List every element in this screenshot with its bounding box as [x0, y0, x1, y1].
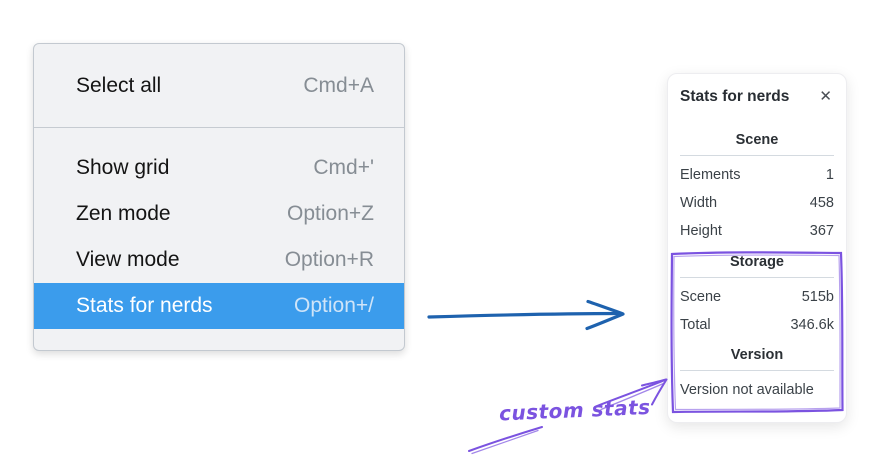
section-header-scene: Scene — [735, 132, 779, 148]
menu-item-view-mode[interactable]: View mode Option+R — [34, 237, 404, 283]
context-menu: Select all Cmd+A Show grid Cmd+' Zen mod… — [33, 43, 405, 351]
menu-item-label: Select all — [76, 74, 162, 97]
section-divider — [680, 370, 834, 371]
menu-group-top: Select all Cmd+A — [34, 44, 404, 127]
annotation-custom-stats-label: custom stats — [498, 394, 651, 426]
stats-panel: Stats for nerds ✕ Scene Elements 1 Width… — [667, 73, 847, 423]
version-note: Version not available — [680, 382, 814, 398]
section-divider — [680, 277, 834, 278]
stat-value: 367 — [809, 223, 834, 239]
stats-panel-header: Stats for nerds ✕ — [680, 87, 834, 106]
stat-value: 458 — [809, 195, 834, 211]
menu-item-label: Zen mode — [76, 202, 171, 225]
stat-value: 515b — [801, 289, 834, 305]
section-header-version: Version — [730, 347, 784, 363]
stat-label: Elements — [680, 167, 741, 183]
menu-item-shortcut: Cmd+A — [303, 74, 374, 97]
stat-label: Scene — [680, 289, 722, 305]
blue-arrow — [427, 299, 625, 331]
menu-item-label: View mode — [76, 248, 180, 271]
stat-row-scene-size: Scene 515b — [680, 288, 834, 307]
section-header-storage: Storage — [730, 254, 784, 270]
stat-value: 346.6k — [790, 317, 834, 333]
menu-item-stats-for-nerds[interactable]: Stats for nerds Option+/ — [34, 283, 404, 329]
section-divider — [680, 155, 834, 156]
menu-item-shortcut: Option+/ — [294, 294, 374, 317]
stats-panel-title: Stats for nerds — [680, 87, 790, 105]
stat-row-total-size: Total 346.6k — [680, 316, 834, 335]
stat-label: Height — [680, 223, 722, 239]
stat-label: Total — [680, 317, 711, 333]
menu-item-show-grid[interactable]: Show grid Cmd+' — [34, 145, 404, 191]
close-icon[interactable]: ✕ — [819, 88, 832, 105]
stat-row-height: Height 367 — [680, 222, 834, 241]
menu-item-shortcut: Option+R — [284, 248, 374, 271]
stat-row-elements: Elements 1 — [680, 166, 834, 185]
stat-label: Width — [680, 195, 718, 211]
stat-value: 1 — [825, 167, 834, 183]
stat-row-width: Width 458 — [680, 194, 834, 213]
menu-item-shortcut: Option+Z — [287, 202, 374, 225]
menu-group-bottom: Show grid Cmd+' Zen mode Option+Z View m… — [34, 128, 404, 350]
menu-item-shortcut: Cmd+' — [313, 156, 374, 179]
menu-divider — [34, 127, 404, 128]
menu-item-select-all[interactable]: Select all Cmd+A — [34, 63, 404, 109]
menu-item-label: Stats for nerds — [76, 294, 213, 317]
menu-item-zen-mode[interactable]: Zen mode Option+Z — [34, 191, 404, 237]
menu-item-label: Show grid — [76, 156, 170, 179]
